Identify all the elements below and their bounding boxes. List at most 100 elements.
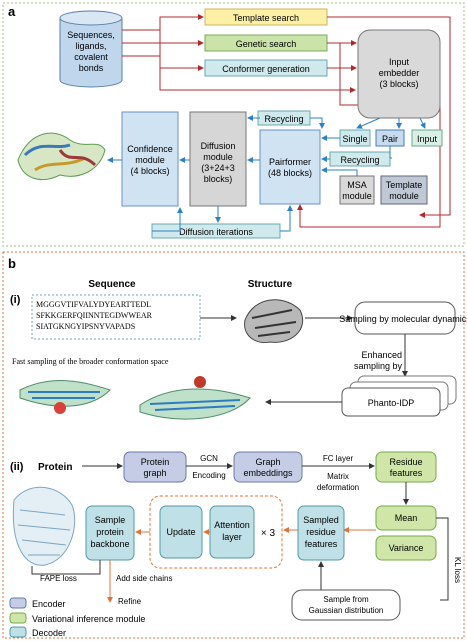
- legend-swatch-decoder: [9, 626, 27, 638]
- gaussian-line-2: Gaussian distribution: [309, 606, 384, 615]
- legend-swatch-encoder: [9, 597, 27, 609]
- arrow-embedder-single: [356, 117, 381, 129]
- gaussian-line-1: Sample from: [323, 595, 369, 604]
- db-line-4: bonds: [79, 63, 104, 73]
- fast-sampling-text: Fast sampling of the broader conformatio…: [12, 357, 169, 366]
- arrow-recycling-top: [310, 117, 325, 129]
- msa-line-1: MSA: [347, 180, 367, 190]
- refine-label: Refine: [118, 597, 142, 606]
- matrix-line-2: deformation: [317, 483, 359, 492]
- database-cylinder: Sequences, ligands, covalent bonds: [59, 10, 123, 88]
- times-three-label: × 3: [261, 528, 276, 539]
- pairformer-box: [259, 129, 321, 205]
- attention-line-2: layer: [222, 532, 242, 542]
- graph-embeddings-line-1: Graph: [255, 457, 280, 467]
- arrow-pair-recycle: [389, 146, 392, 159]
- sequence-box: [31, 294, 201, 340]
- protein-label: Protein: [38, 462, 72, 473]
- sampled-line-3: features: [305, 539, 338, 549]
- kl-loss-line: [436, 517, 449, 601]
- backbone-line-3: backbone: [90, 539, 129, 549]
- arrow-iterations-back: [152, 207, 183, 232]
- template-module-box: [380, 175, 428, 205]
- sequence-line-3: SIATGKNGYIPSNYVAPADS: [36, 322, 135, 331]
- arrow-template-search-module: [327, 16, 451, 218]
- residue-features-line-1: Residue: [389, 457, 422, 467]
- conformation-images: [19, 376, 251, 420]
- arrow-embedder-input: [419, 117, 426, 129]
- recycling-mid-label: Recycling: [340, 155, 379, 165]
- diffusion-iterations-label: Diffusion iterations: [179, 227, 253, 237]
- structure-header: Structure: [248, 279, 293, 290]
- db-line-1: Sequences,: [67, 30, 115, 40]
- kl-loss-label: KL loss: [453, 557, 462, 583]
- panel-a-label: a: [8, 4, 16, 19]
- confidence-line-3: (4 blocks): [130, 166, 169, 176]
- arrow-db-embedder: [159, 30, 356, 93]
- gcn-line-2: Encoding: [192, 471, 225, 480]
- arrow-db-template: [122, 14, 204, 31]
- input-label: Input: [417, 134, 438, 144]
- graph-embeddings-line-2: embeddings: [243, 468, 293, 478]
- ii-label: (ii): [10, 461, 24, 473]
- conformer-generation-label: Conformer generation: [222, 64, 310, 74]
- fape-loss-line: [31, 560, 101, 575]
- diffusion-line-2: module: [203, 152, 233, 162]
- fape-loss-label: FAPE loss: [40, 574, 77, 583]
- enhanced-line-1: Enhanced: [361, 350, 402, 360]
- sampled-residue-box: [297, 505, 345, 561]
- protein-graph-box: [123, 451, 187, 483]
- db-line-3: covalent: [74, 52, 108, 62]
- update-box: [159, 505, 203, 559]
- legend-label-decoder: Decoder: [32, 628, 66, 638]
- msa-line-2: module: [342, 191, 372, 201]
- sequence-header: Sequence: [88, 279, 136, 290]
- sequence-line-1: MGGGVTIFVALYDYEARTTEDL: [36, 300, 151, 309]
- residue-features-line-2: features: [390, 468, 423, 478]
- confidence-module-box: [121, 111, 179, 207]
- phanto-idp-label: Phanto-IDP: [368, 398, 415, 408]
- variance-box: [375, 535, 437, 561]
- structure-image: [244, 299, 304, 344]
- add-side-chains-label: Add side chains: [116, 574, 172, 583]
- legend: Encoder Variational inference module Dec…: [9, 597, 145, 638]
- legend-swatch-variational: [9, 612, 27, 624]
- attention-line-1: Attention: [214, 520, 250, 530]
- confidence-line-1: Confidence: [127, 144, 173, 154]
- recycling-top-label: Recycling: [264, 114, 303, 124]
- mean-label: Mean: [395, 513, 418, 523]
- diffusion-line-4: blocks): [204, 174, 233, 184]
- i-label: (i): [10, 294, 21, 306]
- decoder-loop-box: [149, 495, 283, 569]
- input-embedder-line-1: Input: [389, 57, 410, 67]
- gcn-line-1: GCN: [200, 454, 218, 463]
- update-label: Update: [166, 527, 195, 537]
- arrow-msa-pairformer: [321, 167, 358, 176]
- input-embedder-line-3: (3 blocks): [379, 79, 418, 89]
- backbone-line-2: protein: [96, 527, 124, 537]
- backbone-line-1: Sample: [95, 515, 126, 525]
- msa-module-box: [339, 175, 375, 205]
- sampled-line-2: residue: [306, 527, 336, 537]
- template-module-line-1: Template: [386, 180, 423, 190]
- panel-b-label: b: [8, 256, 16, 271]
- input-box: [411, 129, 443, 147]
- single-label: Single: [342, 134, 367, 144]
- fc-layer-label: FC layer: [323, 454, 354, 463]
- variance-label: Variance: [389, 543, 424, 553]
- protein-graph-line-1: Protein: [141, 457, 170, 467]
- legend-label-encoder: Encoder: [32, 599, 66, 609]
- sequence-line-2: SFKKGERFQIINNTEGDWWEAR: [36, 311, 153, 320]
- legend-label-variational: Variational inference module: [32, 614, 145, 624]
- graph-embeddings-box: [233, 451, 303, 483]
- template-search-label: Template search: [233, 13, 299, 23]
- sampled-line-1: Sampled: [303, 515, 339, 525]
- arrow-iterations-pairformer: [280, 205, 293, 232]
- pair-label: Pair: [382, 134, 398, 144]
- arrow-db-conformer: [122, 55, 204, 71]
- sampling-md-label: Sampling by molecular dynamics: [339, 314, 467, 324]
- diffusion-line-1: Diffusion: [201, 141, 236, 151]
- protein-structure-image-a: [17, 132, 106, 180]
- protein-graph-line-2: graph: [143, 468, 166, 478]
